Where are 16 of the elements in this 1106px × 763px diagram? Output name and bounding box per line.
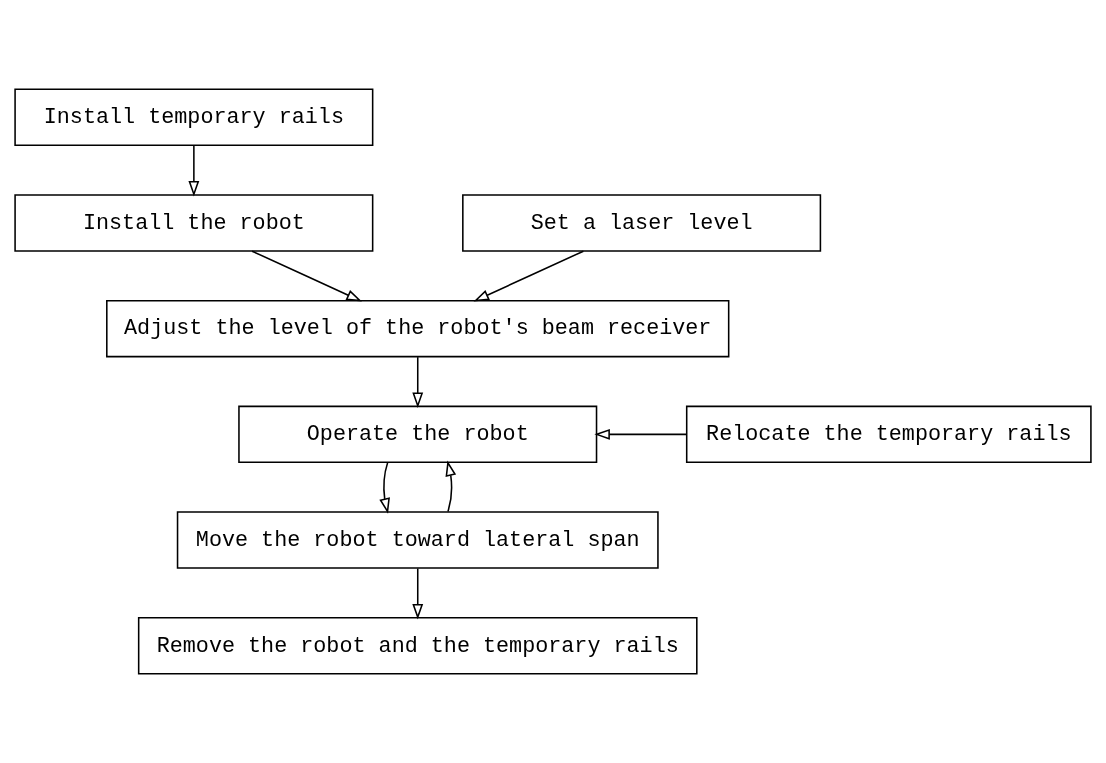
arrow	[412, 356, 424, 409]
arrow	[473, 250, 585, 302]
node-box: Move the robot toward lateral span	[176, 511, 659, 569]
node-box: Relocate the temporary rails	[685, 405, 1092, 464]
node-box: Operate the robot	[238, 405, 598, 464]
arrow	[188, 144, 200, 197]
node-box: Install the robot	[14, 194, 374, 252]
arrow	[412, 567, 424, 620]
node-box: Set a laser level	[462, 194, 822, 252]
arrow	[594, 428, 688, 440]
node-box: Remove the robot and the temporary rails	[137, 617, 698, 675]
arrow	[445, 460, 457, 513]
node-box: Adjust the level of the robot's beam receiver	[106, 299, 730, 358]
node-box: Install temporary rails	[14, 88, 374, 146]
arrow	[379, 462, 390, 514]
arrow	[251, 250, 362, 302]
